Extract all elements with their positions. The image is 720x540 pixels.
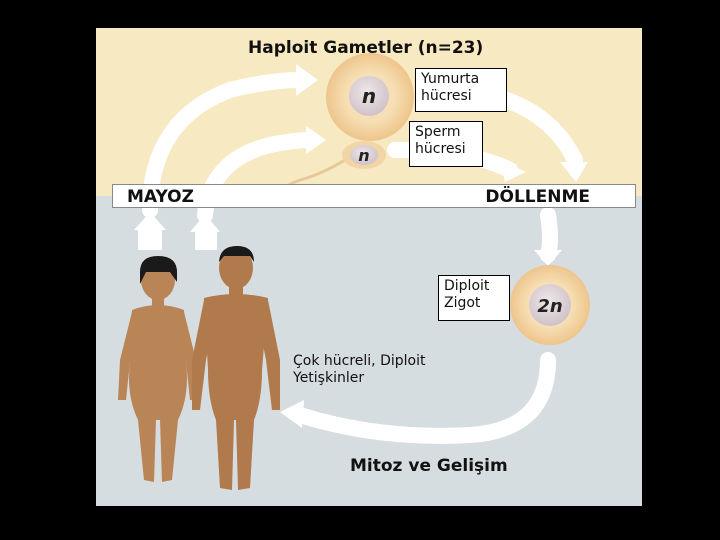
egg-cell: n bbox=[326, 53, 414, 141]
meiosis-label: MAYOZ bbox=[127, 187, 194, 207]
haploid-gametes-title: Haploit Gametler (n=23) bbox=[248, 38, 484, 58]
arc-to-zygote bbox=[540, 207, 558, 263]
arrowhead-meiosis-1 bbox=[134, 212, 166, 230]
zygote-cell: 2n bbox=[510, 265, 590, 345]
egg-label: Yumurta hücresi bbox=[421, 71, 480, 104]
arrowhead-adults bbox=[280, 400, 304, 428]
zygote-symbol: 2n bbox=[537, 296, 562, 317]
male-figure bbox=[192, 246, 280, 490]
process-banner: MAYOZ DÖLLENME bbox=[112, 184, 636, 208]
arc-top-left-outer bbox=[142, 72, 308, 218]
sperm-label: Sperm hücresi bbox=[415, 124, 466, 157]
meiosis-stem-2 bbox=[195, 230, 217, 250]
sperm-cell: n bbox=[273, 141, 386, 197]
arrowhead-fert-2 bbox=[500, 160, 526, 182]
adults-label: Çok hücreli, Diploit Yetişkinler bbox=[293, 353, 426, 386]
arrowhead-sperm bbox=[306, 126, 326, 154]
sperm-symbol: n bbox=[358, 146, 369, 165]
egg-label-box: Yumurta hücresi bbox=[415, 68, 507, 112]
zygote-label-box: Diploit Zigot bbox=[438, 275, 510, 321]
sperm-label-box: Sperm hücresi bbox=[409, 121, 483, 167]
fertilization-label: DÖLLENME bbox=[485, 187, 590, 207]
arc-bottom bbox=[292, 352, 556, 444]
arrowhead-zygote bbox=[534, 250, 562, 266]
arrowhead-meiosis-2 bbox=[190, 214, 220, 232]
meiosis-stem-1 bbox=[138, 228, 162, 250]
mitosis-development-label: Mitoz ve Gelişim bbox=[350, 456, 508, 476]
egg-symbol: n bbox=[362, 84, 376, 108]
cycle-arrows bbox=[142, 72, 583, 444]
arrowhead-egg bbox=[296, 64, 318, 96]
zygote-label: Diploit Zigot bbox=[444, 278, 490, 311]
arrowhead-fert-1 bbox=[560, 162, 588, 182]
arrow-heads bbox=[134, 64, 588, 428]
